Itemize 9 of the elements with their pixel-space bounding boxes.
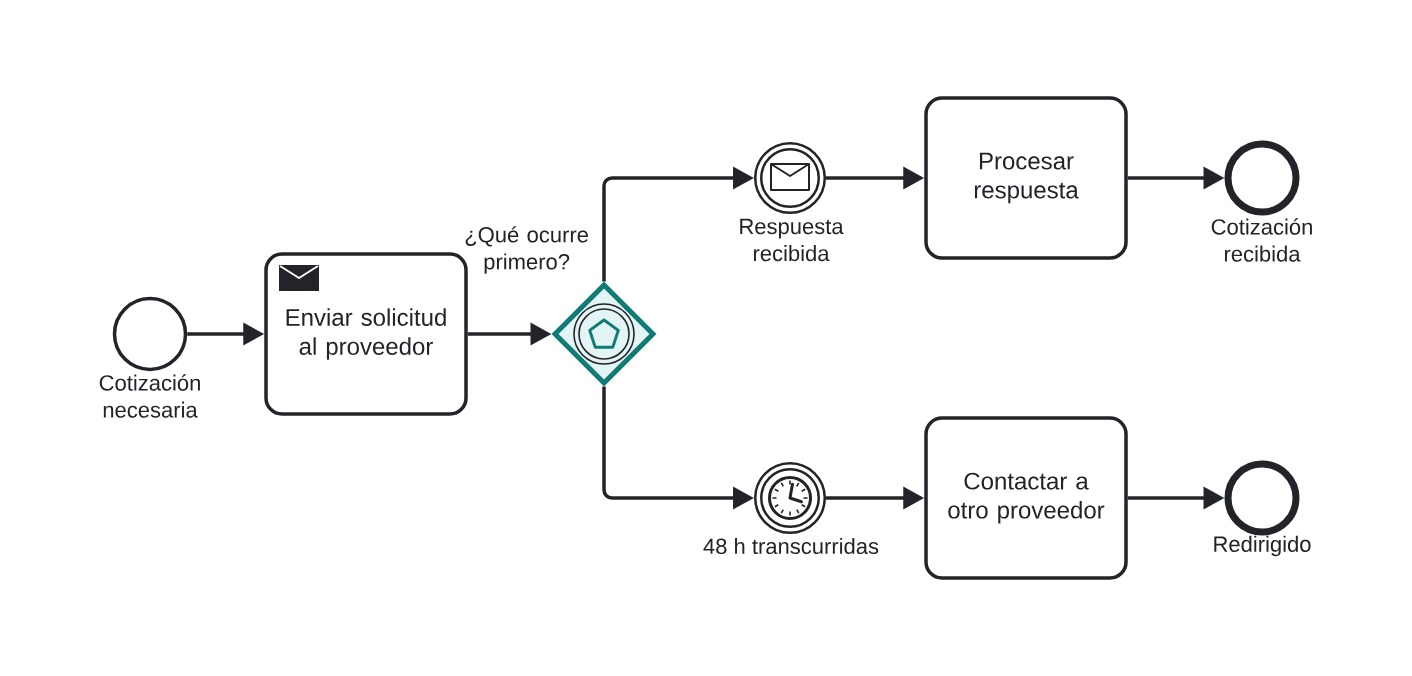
event-label: Respuesta recibida — [740, 218, 844, 262]
event-label: Cotización recibida — [1211, 218, 1312, 262]
event-label: Redirigido — [1214, 535, 1311, 557]
event-label: Cotización necesaria — [99, 374, 200, 418]
task-box: Enviar solicitud al proveedor — [264, 252, 468, 416]
event-label: 48 h transcurridas — [703, 537, 879, 555]
gateway-label: ¿Qué ocurre primero? — [465, 226, 588, 274]
task-box: Contactar a otro proveedor — [924, 416, 1128, 580]
task-box: Procesar respuesta — [924, 96, 1128, 260]
